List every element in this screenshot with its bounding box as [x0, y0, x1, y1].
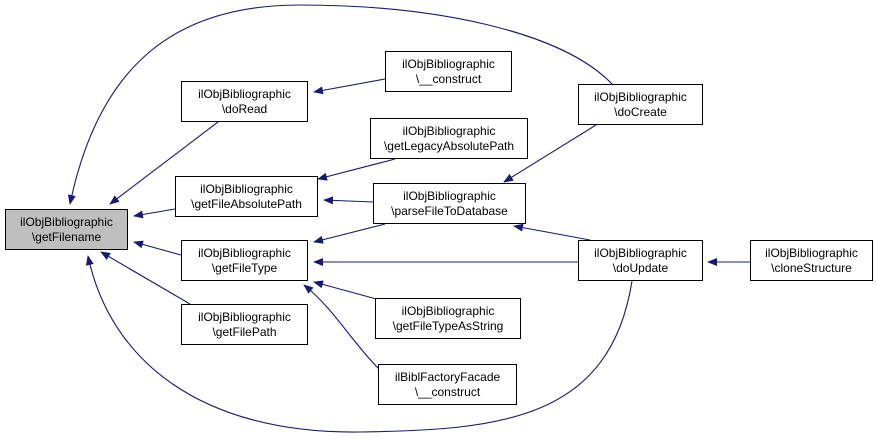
node-doupdate-class: ilObjBibliographic — [594, 245, 687, 260]
node-getfiletype-method: \getFileType — [211, 260, 278, 275]
node-getlegacyabsolutepath-class: ilObjBibliographic — [402, 123, 496, 138]
edge-factoryconstruct-to-getfiletype — [303, 284, 381, 371]
node-getfileabsolutepath[interactable]: ilObjBibliographic \getFileAbsolutePath — [175, 176, 318, 217]
edge-getfiletypeasstring-to-getfiletype — [313, 280, 381, 301]
edge-parsefiletodatabase-to-getfiletype — [313, 223, 386, 244]
node-getfilepath-class: ilObjBibliographic — [198, 309, 291, 324]
node-getfileabsolutepath-class: ilObjBibliographic — [200, 181, 293, 196]
node-getfiletype-class: ilObjBibliographic — [198, 245, 291, 260]
node-getfilename-class: ilObjBibliographic — [20, 214, 113, 229]
node-factoryconstruct[interactable]: ilBiblFactoryFacade \__construct — [378, 364, 517, 405]
edge-parsefiletodatabase-to-getfileabsolutepath — [323, 196, 374, 205]
node-doread-method: \doRead — [221, 101, 268, 116]
node-clonestructure-class: ilObjBibliographic — [765, 245, 858, 260]
node-getfilepath[interactable]: ilObjBibliographic \getFilePath — [181, 304, 308, 345]
node-doread-class: ilObjBibliographic — [198, 86, 291, 101]
node-clonestructure[interactable]: ilObjBibliographic \cloneStructure — [750, 240, 873, 281]
node-construct-class: ilObjBibliographic — [402, 56, 495, 71]
edge-doupdate-to-parsefiletodatabase — [513, 223, 591, 241]
edge-doread-to-getfilename — [109, 121, 219, 205]
node-parsefiletodatabase-method: \parseFileToDatabase — [391, 203, 508, 218]
node-getfiletypeasstring-class: ilObjBibliographic — [401, 303, 495, 318]
edge-construct-to-doread — [313, 78, 386, 95]
node-getlegacyabsolutepath-method: \getLegacyAbsolutePath — [383, 138, 515, 153]
node-doread[interactable]: ilObjBibliographic \doRead — [181, 81, 308, 122]
node-doupdate-method: \doUpdate — [612, 260, 669, 275]
node-construct-method: \__construct — [415, 71, 482, 86]
node-getfileabsolutepath-method: \getFileAbsolutePath — [191, 196, 302, 211]
node-docreate-class: ilObjBibliographic — [594, 89, 687, 104]
node-getfilepath-method: \getFilePath — [212, 324, 277, 339]
node-getfilename: ilObjBibliographic \getFilename — [5, 209, 128, 250]
edge-docreate-to-getfilename — [67, 4, 613, 205]
node-parsefiletodatabase-class: ilObjBibliographic — [403, 188, 496, 203]
edge-getlegacyabsolutepath-to-getfileabsolutepath — [317, 158, 396, 181]
node-factoryconstruct-class: ilBiblFactoryFacade — [394, 369, 501, 384]
edge-getfiletype-to-getfilename — [133, 240, 182, 256]
edge-doupdate-to-getfilename — [85, 255, 633, 433]
node-parsefiletodatabase[interactable]: ilObjBibliographic \parseFileToDatabase — [373, 183, 526, 224]
node-doupdate[interactable]: ilObjBibliographic \doUpdate — [578, 240, 703, 281]
node-getfiletypeasstring-method: \getFileTypeAsString — [392, 318, 504, 333]
node-getlegacyabsolutepath[interactable]: ilObjBibliographic \getLegacyAbsolutePat… — [370, 118, 528, 159]
node-docreate[interactable]: ilObjBibliographic \doCreate — [578, 84, 703, 125]
edge-docreate-to-parsefiletodatabase — [503, 124, 597, 183]
node-construct[interactable]: ilObjBibliographic \__construct — [385, 51, 512, 92]
node-clonestructure-method: \cloneStructure — [771, 260, 852, 275]
edge-getfilepath-to-getfilename — [100, 251, 191, 305]
node-getfilename-method: \getFilename — [31, 229, 102, 244]
node-factoryconstruct-method: \__construct — [414, 384, 481, 399]
edge-getfileabsolutepath-to-getfilename — [133, 208, 176, 219]
node-getfiletype[interactable]: ilObjBibliographic \getFileType — [181, 240, 308, 281]
node-docreate-method: \doCreate — [614, 104, 667, 119]
node-getfiletypeasstring[interactable]: ilObjBibliographic \getFileTypeAsString — [375, 298, 521, 339]
